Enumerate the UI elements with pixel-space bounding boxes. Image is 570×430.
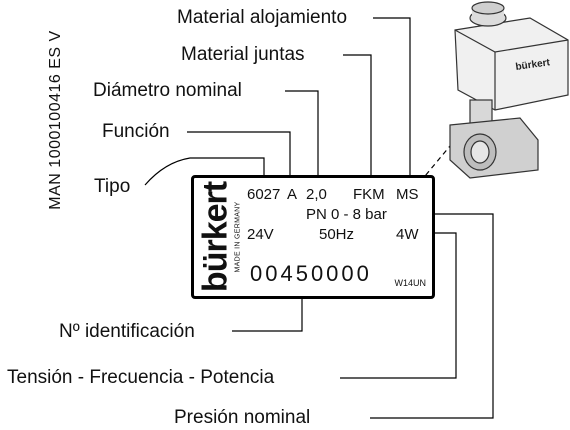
label-nominal-diameter: Diámetro nominal <box>93 80 242 101</box>
brand-panel: bürkert MADE IN GERMANY <box>194 178 246 296</box>
label-type: Tipo <box>94 176 131 197</box>
label-function: Función <box>102 121 170 142</box>
label-material-housing: Material alojamiento <box>177 7 348 28</box>
label-identification: Nº identificación <box>59 321 195 342</box>
plate-type-code: 6027 <box>247 186 281 203</box>
document-code: MAN 1000100416 ES V <box>47 30 64 210</box>
made-in-label: MADE IN GERMANY <box>234 201 242 273</box>
leader-material-housing <box>373 17 411 182</box>
leader-identification <box>232 293 303 332</box>
plate-date-code: W14UN <box>394 278 426 288</box>
leader-voltage <box>340 232 457 379</box>
plate-frequency: 50Hz <box>319 226 355 243</box>
plate-housing-material: MS <box>396 186 419 203</box>
label-material-seals: Material juntas <box>181 44 305 65</box>
leader-type <box>144 157 265 186</box>
leader-nominal-diameter <box>285 90 319 182</box>
rating-plate: bürkert MADE IN GERMANY 6027 A 2,0 FKM M… <box>191 175 435 299</box>
plate-pressure: PN 0 - 8 bar <box>306 206 387 223</box>
solenoid-valve-illustration: bürkert <box>449 1 569 179</box>
label-nominal-pressure: Presión nominal <box>174 407 311 428</box>
plate-voltage: 24V <box>247 226 274 243</box>
plate-ident-number: 00450000 <box>250 261 372 286</box>
label-voltage-frequency-power: Tensión - Frecuencia - Potencia <box>7 367 275 388</box>
leader-function <box>187 131 291 182</box>
plate-power: 4W <box>396 226 419 243</box>
valve-brand-label: bürkert <box>515 57 551 73</box>
leader-pressure <box>370 213 494 419</box>
plate-function-code: A <box>287 186 298 203</box>
plate-seal-material: FKM <box>353 186 385 203</box>
plate-diameter: 2,0 <box>306 186 327 203</box>
leader-material-seals <box>343 54 372 182</box>
brand-logo: bürkert <box>196 181 235 293</box>
